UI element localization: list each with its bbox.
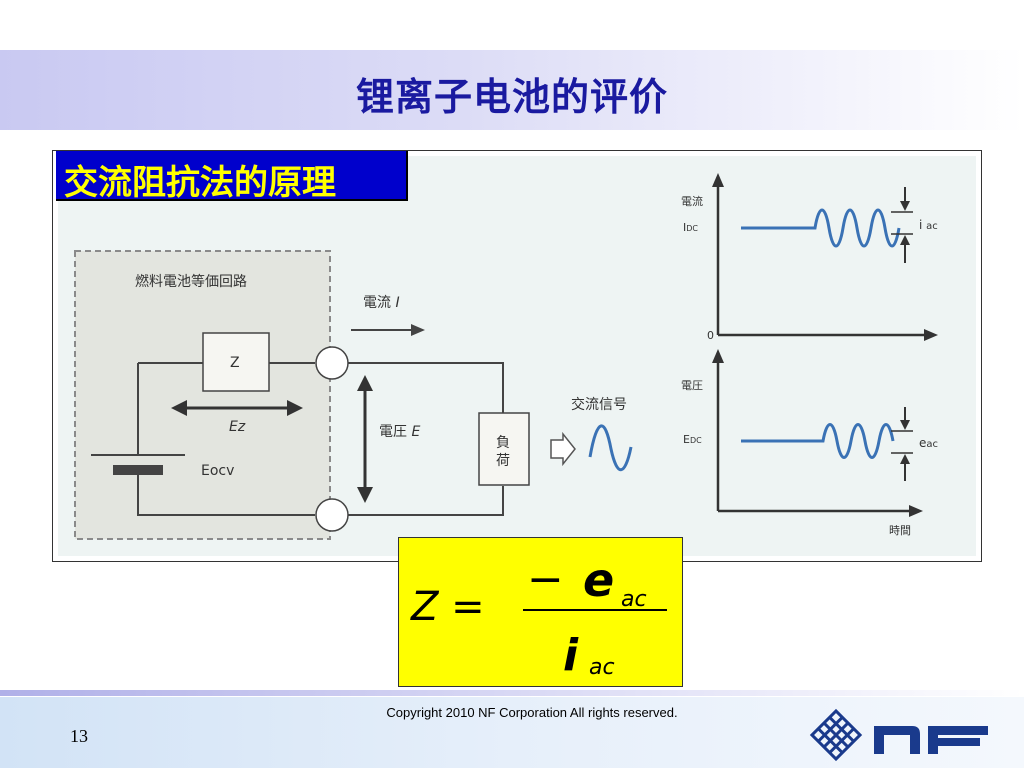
bottom-ac-label: eac [919,436,938,450]
top-graph-origin-label: 0 [707,329,714,342]
impedance-box [202,332,270,392]
impedance-label: Z [230,355,240,371]
section-tag-label: 交流阻抗法的原理 [64,163,336,203]
external-wires [348,362,504,516]
nf-logo-icon [808,708,993,767]
ez-arrow-right [287,400,303,416]
section-tag: 交流阻抗法的原理 [56,151,408,203]
footer-band [0,697,1024,768]
top-graph-y-arrow [712,173,724,187]
top-ac-label: i ac [919,218,938,232]
bottom-graph-dc-label: EDC [683,433,702,446]
figure-canvas: 燃料電池等価回路 Z Ez Eocv 電流 I 電圧 E 負 荷 交 [58,156,976,556]
formula-numerator-var: e [583,553,614,607]
bottom-graph-axis-label: 電圧 [681,379,703,392]
top-graph-axis-label: 電流 [681,194,703,208]
left-hollow-arrow-icon [550,431,576,467]
load-label-1: 負 [496,435,510,451]
ez-label: Ez [229,419,246,435]
voltage-arrow-bottom [357,487,373,503]
slide-title: 锂离子电池的评价 [355,75,668,119]
impedance-figure: 燃料電池等価回路 Z Ez Eocv 電流 I 電圧 E 負 荷 交 [52,150,982,562]
load-label-2: 荷 [496,453,510,469]
equivalent-circuit-box [74,250,331,540]
top-graph-x-arrow [924,329,938,341]
top-ac-arrow-down-head [900,201,910,211]
terminal-bottom [315,498,349,532]
sine-wave-icon [588,424,633,472]
circuit-wires [137,362,315,516]
voltage-label: 電圧 E [379,424,420,440]
formula-minus: − [527,554,564,605]
formula-lhs: Z = [410,584,485,630]
title-band [0,50,1024,130]
battery-short-plate [113,465,163,475]
formula-denominator-var: i [563,630,579,681]
eocv-label: Eocv [201,463,234,479]
bottom-ac-arrow-up-head [900,454,910,464]
copyright-text: Copyright 2010 NF Corporation All rights… [386,705,678,720]
formula-denominator-sub: ac [589,655,615,680]
voltage-waveform [741,423,895,459]
load-box [478,412,530,486]
formula-canvas: Z = − e ac i ac [410,553,667,681]
ac-signal-label: 交流信号 [571,396,627,413]
bottom-graph-x-arrow [909,505,923,517]
terminal-top [315,346,349,380]
impedance-formula: Z = − e ac i ac [398,537,683,687]
current-label: 電流 I [363,295,400,311]
ez-arrow-left [171,400,187,416]
formula-numerator-sub: ac [621,587,647,612]
voltage-arrow-top [357,375,373,391]
nf-logo-graphic [809,708,988,762]
equivalent-circuit-label: 燃料電池等価回路 [135,273,247,290]
time-axis-label: 時間 [889,524,911,537]
bottom-ac-arrow-down-head [900,420,910,430]
page-number: 13 [70,726,88,746]
current-waveform [741,208,901,248]
current-arrow-head [411,324,425,336]
top-ac-arrow-up-head [900,235,910,245]
top-graph-dc-label: IDC [683,221,698,234]
footer-divider [0,690,1024,696]
bottom-graph-y-arrow [712,349,724,363]
